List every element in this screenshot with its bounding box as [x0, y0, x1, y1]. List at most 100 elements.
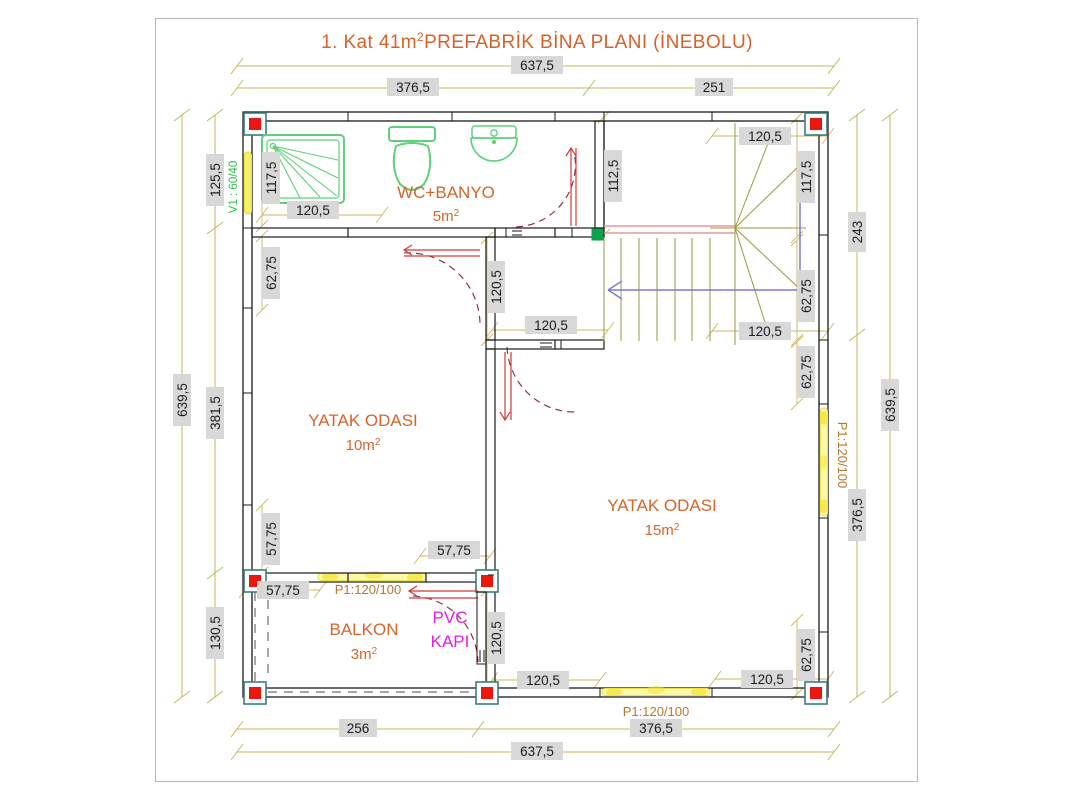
column-top-left — [243, 112, 267, 136]
column-bottom-mid — [475, 681, 499, 705]
svg-text:BALKON: BALKON — [330, 620, 399, 639]
label-window-p1-bottom-right: P1:120/100 — [623, 704, 690, 719]
dimension-texts: 637,5 376,5 251 256 376,5 637,5 639,5 12… — [173, 56, 899, 760]
dim-int-16: 120,5 — [741, 670, 793, 688]
dim-int-8: 120,5 — [739, 322, 791, 340]
dim-top-left: 376,5 — [387, 78, 439, 96]
dim-left-overall: 639,5 — [173, 374, 191, 426]
svg-text:57,75: 57,75 — [437, 543, 471, 558]
dim-int-3: 112,5 — [604, 150, 622, 202]
svg-text:376,5: 376,5 — [396, 80, 430, 95]
label-pvc-door: PVC — [433, 608, 468, 627]
dim-int-9: 120,5 — [487, 261, 505, 313]
svg-text:639,5: 639,5 — [883, 388, 898, 422]
svg-text:120,5: 120,5 — [748, 129, 782, 144]
structural-columns — [243, 112, 828, 705]
svg-text:256: 256 — [347, 721, 370, 736]
toilet-wc — [388, 126, 436, 191]
column-mid-balcony — [475, 569, 499, 593]
plan-title: 1. Kat 41m2PREFABRİK BİNA PLANI (İNEBOLU… — [321, 30, 753, 53]
door-bedroom-small — [494, 339, 579, 422]
svg-text:3m2: 3m2 — [351, 646, 378, 663]
svg-text:120,5: 120,5 — [526, 673, 560, 688]
label-window-p1-right: P1:120/100 — [835, 422, 850, 489]
svg-text:381,5: 381,5 — [208, 396, 223, 430]
dim-int-5: 117,5 — [797, 151, 815, 203]
svg-text:5m2: 5m2 — [433, 208, 460, 225]
svg-text:57,75: 57,75 — [266, 583, 300, 598]
svg-text:62,75: 62,75 — [264, 256, 279, 290]
svg-text:120,5: 120,5 — [489, 270, 504, 304]
dim-int-11: 57,75 — [262, 513, 280, 565]
svg-text:117,5: 117,5 — [264, 162, 279, 195]
svg-text:62,75: 62,75 — [799, 638, 814, 672]
floor-plan-svg: 1. Kat 41m2PREFABRİK BİNA PLANI (İNEBOLU… — [173, 30, 899, 761]
svg-text:62,75: 62,75 — [799, 355, 814, 389]
door-corridor-upper — [402, 244, 481, 324]
svg-text:120,5: 120,5 — [750, 672, 784, 687]
annotation-labels: PVC KAPI V1 : 60/40 P1:120/100 P1:120/10… — [228, 161, 850, 719]
room-label-bedroom-large: YATAK ODASI 15m2 — [607, 496, 717, 539]
svg-text:120,5: 120,5 — [296, 203, 330, 218]
interior-dimension-lines — [238, 110, 835, 701]
svg-text:637,5: 637,5 — [520, 58, 554, 73]
label-pvc-door-2: KAPI — [431, 632, 470, 651]
svg-text:10m2: 10m2 — [346, 437, 381, 454]
label-window-p1-bottom-left: P1:120/100 — [335, 582, 402, 597]
dim-left-seg2: 381,5 — [206, 387, 224, 439]
drawing-frame: 1. Kat 41m2PREFABRİK BİNA PLANI (İNEBOLU… — [155, 18, 918, 782]
dim-top-right: 251 — [695, 78, 733, 96]
dim-top-overall: 637,5 — [511, 56, 563, 74]
dim-int-4: 120,5 — [739, 127, 791, 145]
balcony-outline — [254, 592, 474, 693]
dim-int-14: 120,5 — [487, 612, 505, 664]
svg-text:120,5: 120,5 — [489, 621, 504, 655]
svg-text:376,5: 376,5 — [850, 498, 865, 532]
label-window-v1: V1 : 60/40 — [228, 161, 240, 213]
svg-text:639,5: 639,5 — [175, 383, 190, 417]
dim-left-seg1: 125,5 — [206, 154, 224, 206]
svg-text:62,75: 62,75 — [799, 279, 814, 313]
svg-text:376,5: 376,5 — [639, 721, 673, 736]
dim-int-15: 120,5 — [517, 671, 569, 689]
dim-int-6: 62,75 — [797, 270, 815, 322]
exterior-walls — [242, 111, 829, 698]
svg-text:125,5: 125,5 — [208, 163, 223, 197]
dim-bottom-right: 376,5 — [630, 719, 682, 737]
svg-text:WC+BANYO: WC+BANYO — [397, 183, 495, 202]
door-pvc-balcony — [407, 585, 487, 665]
room-label-wc: WC+BANYO 5m2 — [397, 183, 495, 225]
wash-basin — [470, 125, 518, 162]
dim-int-7: 62,75 — [797, 346, 815, 398]
svg-text:637,5: 637,5 — [520, 744, 554, 759]
dim-right-overall: 639,5 — [881, 379, 899, 431]
column-bottom-right — [804, 681, 828, 705]
svg-text:YATAK ODASI: YATAK ODASI — [607, 496, 717, 515]
svg-text:120,5: 120,5 — [534, 318, 568, 333]
wall-panel-joints — [243, 112, 828, 697]
dim-int-2: 62,75 — [262, 247, 280, 299]
svg-text:112,5: 112,5 — [606, 160, 621, 193]
column-bottom-left — [243, 681, 267, 705]
dim-int-13: 57,75 — [257, 581, 309, 599]
dim-left-seg3: 130,5 — [206, 607, 224, 659]
dim-int-12: 57,75 — [428, 541, 480, 559]
room-label-bedroom-small: YATAK ODASI 10m2 — [308, 411, 418, 454]
svg-text:120,5: 120,5 — [748, 324, 782, 339]
dim-right-seg2: 376,5 — [848, 489, 866, 541]
dim-int-0: 117,5 — [262, 152, 280, 204]
svg-text:251: 251 — [703, 80, 726, 95]
door-wc — [505, 146, 577, 238]
column-top-right — [804, 112, 828, 136]
stair-winder-rays — [710, 123, 806, 345]
svg-text:57,75: 57,75 — [264, 522, 279, 556]
dim-bottom-left: 256 — [339, 719, 377, 737]
windows — [244, 151, 828, 696]
svg-text:243: 243 — [850, 221, 865, 244]
doors — [402, 146, 579, 665]
dim-bottom-overall: 637,5 — [511, 742, 563, 760]
dim-right-seg1: 243 — [848, 212, 866, 252]
svg-text:YATAK ODASI: YATAK ODASI — [308, 411, 418, 430]
staircase — [603, 123, 806, 345]
